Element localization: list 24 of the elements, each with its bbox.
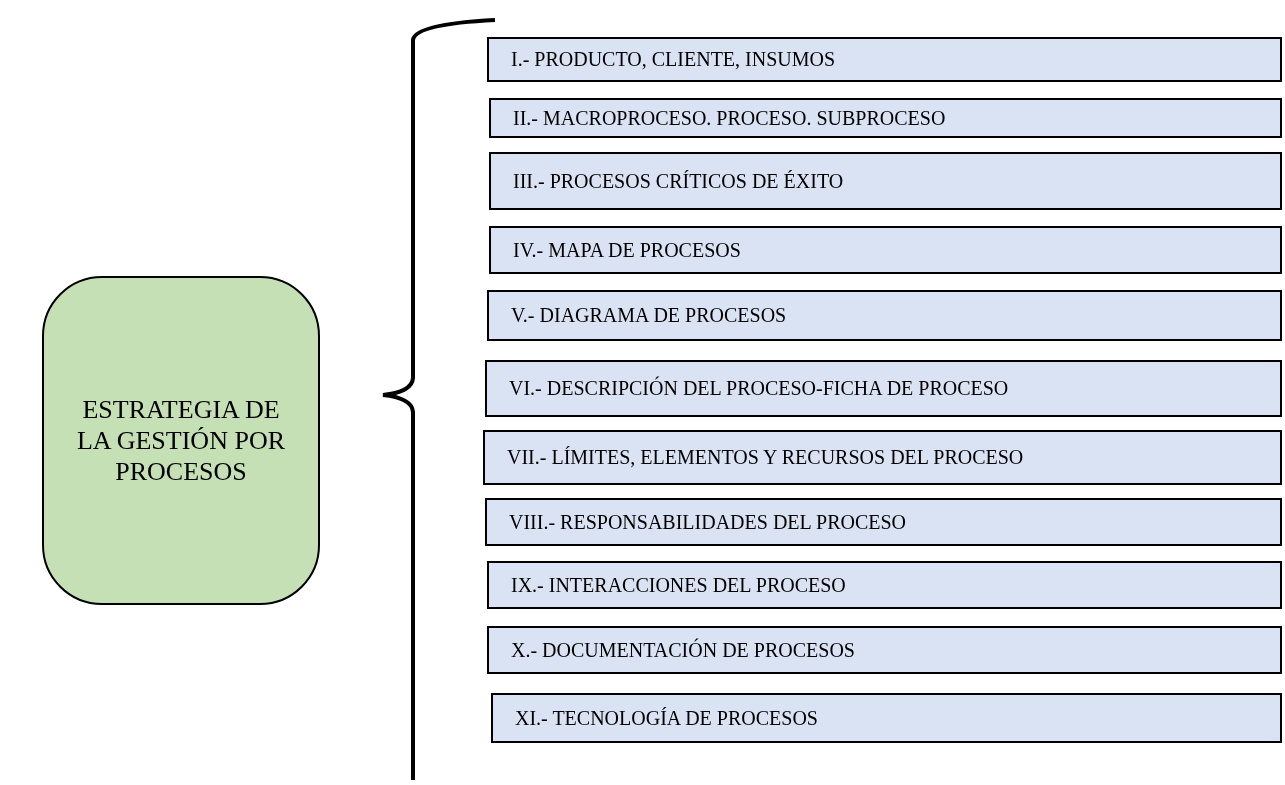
box-title: ESTRATEGIA DE LA GESTIÓN POR PROCESOS bbox=[76, 394, 286, 487]
item-label: V.- DIAGRAMA DE PROCESOS bbox=[511, 304, 787, 327]
list-item-box bbox=[487, 561, 1282, 609]
list-item-box bbox=[485, 498, 1282, 546]
item-label: VI.- DESCRIPCIÓN DEL PROCESO-FICHA DE PROCESO bbox=[509, 377, 1009, 400]
item-label: I.- PRODUCTO, CLIENTE, INSUMOS bbox=[511, 48, 836, 71]
item-label: VII.- LÍMITES, ELEMENTOS Y RECURSOS DEL PROCESO bbox=[507, 446, 1024, 469]
item-label: IX.- INTERACCIONES DEL PROCESO bbox=[511, 573, 846, 597]
item-label: IV.- MAPA DE PROCESOS bbox=[513, 238, 741, 262]
item-label: VIII.- RESPONSABILIDADES DEL PROCESO bbox=[509, 510, 907, 534]
list-item-box bbox=[489, 226, 1282, 274]
item-label: X.- DOCUMENTACIÓN DE PROCESOS bbox=[511, 638, 855, 662]
list-item-box bbox=[491, 693, 1282, 743]
list-item-box bbox=[489, 152, 1282, 210]
rounded-box bbox=[42, 276, 320, 605]
item-label: XI.- TECNOLOGÍA DE PROCESOS bbox=[515, 706, 818, 730]
list-item-box bbox=[483, 430, 1282, 485]
list-item-box bbox=[489, 98, 1282, 138]
item-label: II.- MACROPROCESO. PROCESO. SUBPROCESO bbox=[513, 106, 946, 130]
item-label: III.- PROCESOS CRÍTICOS DE ÉXITO bbox=[513, 169, 844, 193]
list-item-box bbox=[485, 360, 1282, 417]
list-item-box bbox=[487, 626, 1282, 674]
list-item-box bbox=[487, 37, 1282, 82]
list-item-box bbox=[487, 290, 1282, 341]
